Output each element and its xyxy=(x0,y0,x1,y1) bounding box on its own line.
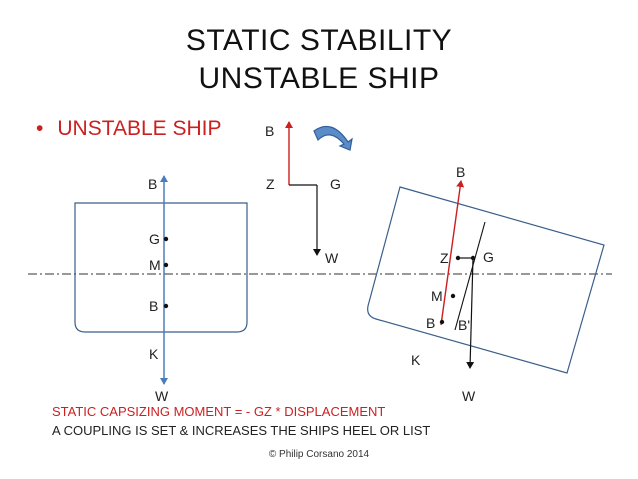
heeled-weight-arrow xyxy=(466,257,475,369)
heeled-hull xyxy=(367,186,605,374)
heeled-label-top-b: B xyxy=(456,164,466,180)
heeled-label-k: K xyxy=(411,352,421,368)
upright-label-g: G xyxy=(149,231,160,247)
heeled-m-point xyxy=(450,293,456,299)
coupling-explanation: A COUPLING IS SET & INCREASES THE SHIPS … xyxy=(52,423,431,438)
heeled-b-point xyxy=(439,319,445,325)
bullet-item: • UNSTABLE SHIP xyxy=(36,117,222,141)
heeled-z-point xyxy=(455,255,461,261)
couple-label-z: Z xyxy=(266,176,275,192)
upright-label-k: K xyxy=(149,346,159,362)
heeled-buoyancy-arrow xyxy=(440,180,465,326)
heeled-label-w: W xyxy=(462,388,476,404)
copyright-notice: © Philip Corsano 2014 xyxy=(268,449,370,460)
upright-b-point xyxy=(163,303,169,309)
upright-label-b: B xyxy=(149,298,159,314)
bullet-text: UNSTABLE SHIP xyxy=(57,117,222,140)
upright-label-top-b: B xyxy=(148,176,158,192)
upright-label-w: W xyxy=(155,388,169,404)
heeled-centerline xyxy=(454,221,486,331)
upright-m-point xyxy=(163,262,169,268)
couple-label-w: W xyxy=(325,250,339,266)
heeled-label-b-prime: B' xyxy=(458,317,471,333)
bullet-dot: • xyxy=(36,117,44,140)
capsizing-moment-formula: STATIC CAPSIZING MOMENT = - GZ * DISPLAC… xyxy=(52,404,386,419)
heeled-label-b: B xyxy=(426,315,436,331)
couple-label-g: G xyxy=(330,176,341,192)
slide-title-line1: STATIC STABILITY xyxy=(185,24,453,57)
heeled-label-z: Z xyxy=(440,250,449,266)
upright-hull xyxy=(74,202,248,333)
slide-title-line2: UNSTABLE SHIP xyxy=(198,62,440,95)
rotation-arrow-icon xyxy=(313,125,353,151)
heeled-g-point xyxy=(470,255,476,261)
couple-label-b: B xyxy=(265,123,275,139)
heeled-label-m: M xyxy=(431,288,443,304)
upright-g-point xyxy=(163,236,169,242)
heeled-label-g: G xyxy=(483,249,494,265)
upright-label-m: M xyxy=(149,257,161,273)
